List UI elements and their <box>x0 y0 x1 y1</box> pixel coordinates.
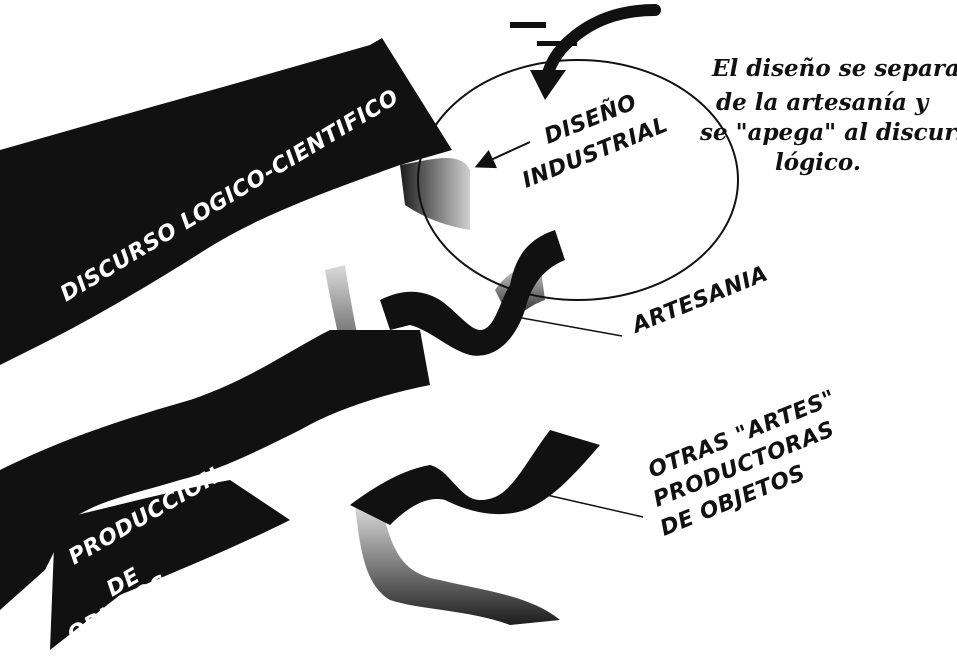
artesania-label: ARTESANIA <box>627 261 772 339</box>
otras-ribbon-lower <box>355 505 560 625</box>
diseno-arrow <box>482 142 530 164</box>
caption-line-4: lógico. <box>775 149 861 176</box>
discurso-ribbon <box>400 158 470 230</box>
otras-pointer <box>525 490 643 517</box>
artesania-pointer <box>505 315 622 336</box>
caption-line-3: se "apega" al discurso <box>699 119 957 146</box>
otras-ribbon <box>350 430 600 525</box>
caption-line-1: El diseño se separa <box>711 55 957 82</box>
curved-arrow-head <box>530 70 566 100</box>
caption-line-2: de la artesanía y <box>716 89 930 116</box>
top-short-bar <box>510 22 546 28</box>
top-short-bar-2 <box>537 41 577 46</box>
